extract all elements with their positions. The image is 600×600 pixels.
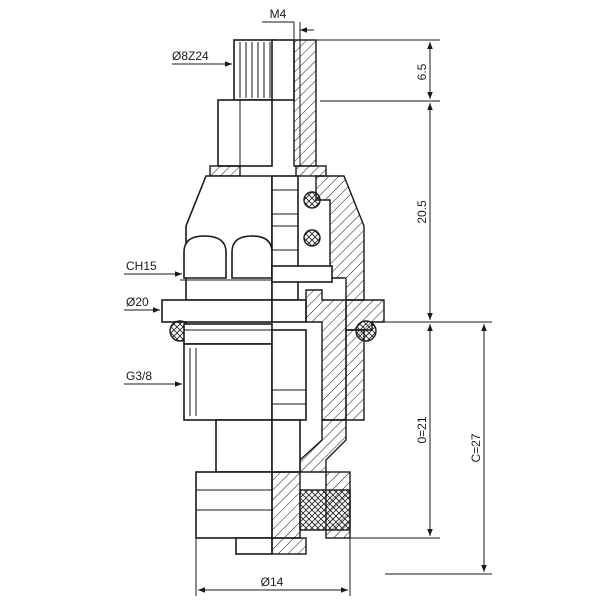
dim-top-label: 6.5 <box>415 63 429 80</box>
label-spline: Ø8Z24 <box>172 49 209 63</box>
hex-lobe-2 <box>231 235 273 279</box>
cartridge-left-half <box>161 39 275 555</box>
label-hex: CH15 <box>126 259 157 273</box>
flange-left <box>161 299 273 323</box>
head-shell-section <box>315 175 365 301</box>
spindle-cap <box>271 39 295 101</box>
label-thread: G3/8 <box>126 369 152 383</box>
spindle-section <box>293 39 317 167</box>
threaded-body-section <box>345 329 365 421</box>
dim-lower-label: 0=21 <box>415 416 429 443</box>
o-ring-inner-2 <box>303 229 321 247</box>
base-seal <box>299 489 351 531</box>
lower-stem-section <box>299 419 347 473</box>
hex-pin <box>271 265 333 283</box>
flange-right <box>271 299 307 323</box>
right-dimensions: 6.5 20.5 0=21 C=27 <box>316 39 492 575</box>
cartridge-right-section <box>271 39 385 555</box>
dim-overall-label: C=27 <box>469 433 483 462</box>
bottom-tip-left <box>235 537 273 555</box>
lower-stem-left <box>215 419 273 473</box>
dim-upper-label: 20.5 <box>415 200 429 224</box>
collar-left <box>183 323 273 345</box>
lower-stem-right <box>271 419 301 473</box>
base-left <box>195 471 273 539</box>
threaded-body-right <box>271 329 307 421</box>
hex-lobe-1 <box>183 235 227 279</box>
label-flange: Ø20 <box>126 295 149 309</box>
spline-ribs <box>239 42 271 98</box>
inner-tube-section <box>305 289 347 421</box>
top-washer-right <box>295 165 327 177</box>
left-labels: M4 Ø8Z24 CH15 Ø20 G3/8 <box>124 7 314 387</box>
label-m4: M4 <box>270 7 287 21</box>
o-ring-inner-1 <box>303 191 321 209</box>
label-base-dia: Ø14 <box>261 575 284 589</box>
threaded-body-left <box>183 343 273 421</box>
bottom-tip-right <box>271 537 307 555</box>
base-section <box>271 471 301 539</box>
top-washer-left <box>209 165 241 177</box>
spline-spindle <box>233 39 275 101</box>
bottom-dimension: Ø14 <box>195 538 351 596</box>
upper-neck <box>217 99 273 167</box>
